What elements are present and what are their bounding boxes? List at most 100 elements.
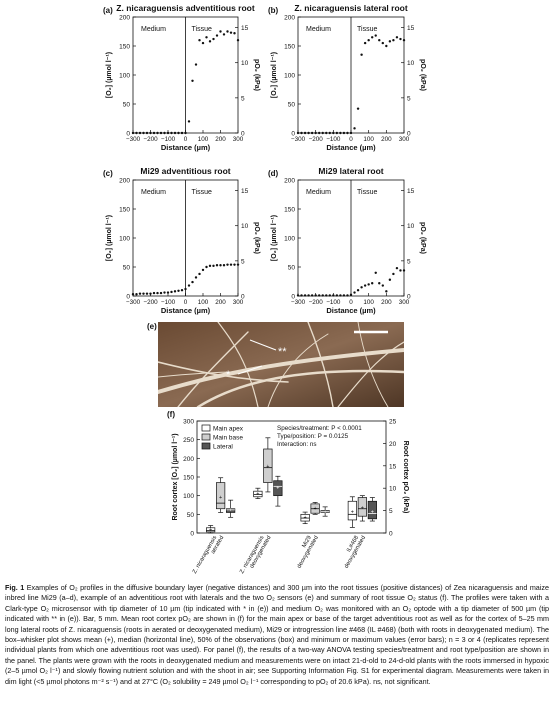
tissue-label: Tissue xyxy=(357,26,377,33)
data-point xyxy=(131,293,135,296)
data-point xyxy=(170,131,173,135)
box xyxy=(206,527,216,533)
y-tick-label: 0 xyxy=(126,294,130,301)
legend-swatch xyxy=(201,433,211,441)
data-point xyxy=(388,278,392,281)
mean-marker: + xyxy=(256,491,259,497)
y-right-tick-label: 10 xyxy=(241,223,249,230)
data-point xyxy=(170,290,173,294)
x-tick-label: 100 xyxy=(198,299,209,306)
data-point xyxy=(177,131,180,135)
x-tick-label: 0 xyxy=(349,299,353,306)
data-point xyxy=(360,53,363,56)
data-point xyxy=(152,131,156,135)
x-axis-label: Distance (µm) xyxy=(161,143,211,152)
data-point xyxy=(296,131,300,135)
y-right-tick-label: 5 xyxy=(241,95,245,102)
x-tick-label: −100 xyxy=(161,136,176,143)
x-tick-label: −300 xyxy=(126,299,141,306)
box xyxy=(253,490,263,498)
data-point xyxy=(367,283,370,286)
data-point xyxy=(191,79,194,83)
data-point xyxy=(385,44,388,48)
y-tick-label: 50 xyxy=(123,265,131,272)
x-tick-label: −300 xyxy=(126,136,141,143)
data-point xyxy=(135,131,138,135)
caption-label: Fig. 1 xyxy=(5,583,25,592)
data-point xyxy=(300,294,303,297)
x-tick-label: 300 xyxy=(233,299,244,306)
data-point xyxy=(152,291,156,295)
data-point xyxy=(360,286,363,289)
data-point xyxy=(166,291,170,294)
data-point xyxy=(166,131,170,135)
x-tick-label: 100 xyxy=(363,136,374,143)
data-point xyxy=(145,292,149,295)
y-tick-label: 50 xyxy=(288,265,296,272)
y-tick-label: 150 xyxy=(119,207,130,214)
y-right-axis-label: pO₂ (kPa) xyxy=(253,222,260,254)
y-right-tick-label: 10 xyxy=(389,486,397,493)
data-point xyxy=(310,131,314,135)
x-axis-label: Distance (µm) xyxy=(326,306,376,315)
panel-letter: (b) xyxy=(268,6,279,15)
panel-e-letter: (e) xyxy=(147,322,157,331)
data-point xyxy=(208,264,212,268)
data-point xyxy=(233,32,236,35)
mean-marker: + xyxy=(276,485,279,491)
x-tick-label: 200 xyxy=(381,136,392,143)
y-right-tick-label: 5 xyxy=(241,258,245,265)
y-axis-label: [O₂] (µmol l⁻¹) xyxy=(271,52,278,98)
data-point xyxy=(321,294,324,297)
x-tick-label: 0 xyxy=(184,299,188,306)
y-tick-label: 0 xyxy=(291,294,295,301)
panel-title: Mi29 lateral root xyxy=(318,166,383,176)
mean-marker: + xyxy=(219,495,222,501)
mean-marker: + xyxy=(324,509,327,515)
data-point xyxy=(381,284,384,287)
data-point xyxy=(187,120,191,123)
data-point xyxy=(236,263,240,266)
data-point xyxy=(339,131,342,135)
data-point xyxy=(367,39,370,42)
data-point xyxy=(212,37,215,41)
y-tick-label: 200 xyxy=(284,178,295,185)
legend-swatch xyxy=(201,424,211,432)
y-right-tick-label: 5 xyxy=(407,258,411,265)
y-axis-label: [O₂] (µmol l⁻¹) xyxy=(271,215,278,261)
data-point xyxy=(173,290,177,293)
legend-swatch xyxy=(201,442,211,450)
box xyxy=(226,508,236,513)
data-point xyxy=(303,131,307,135)
y-tick-label: 300 xyxy=(183,419,194,426)
y-right-axis-label: pO₂ (kPa) xyxy=(419,59,426,91)
y-right-axis-label: pO₂ (kPa) xyxy=(253,59,260,91)
panel-letter: (f) xyxy=(167,410,175,419)
data-point xyxy=(198,39,201,42)
data-point xyxy=(321,131,324,135)
data-point xyxy=(131,131,135,135)
data-point xyxy=(156,291,159,295)
mean-marker: + xyxy=(361,506,364,512)
data-point xyxy=(177,289,180,292)
data-point xyxy=(180,131,184,135)
y-right-tick-label: 20 xyxy=(389,441,397,448)
panel-letter: (d) xyxy=(268,169,279,178)
x-tick-label: −100 xyxy=(326,136,341,143)
x-tick-label: −200 xyxy=(309,136,324,143)
data-point xyxy=(226,30,229,33)
y-right-tick-label: 15 xyxy=(241,25,249,32)
data-point xyxy=(222,33,226,36)
data-point xyxy=(219,30,222,33)
y-right-tick-label: 25 xyxy=(389,419,397,426)
data-point xyxy=(314,131,317,135)
y-right-tick-label: 5 xyxy=(389,508,393,515)
data-point xyxy=(194,276,198,279)
data-point xyxy=(219,264,222,267)
data-point xyxy=(378,39,381,42)
data-point xyxy=(307,294,310,297)
caption-text: Examples of O₂ profiles in the diffusive… xyxy=(5,583,549,686)
y-right-axis-label: Root cortex pO₂ (kPa) xyxy=(402,441,409,514)
root-photo-image: ** * xyxy=(156,321,406,409)
data-point xyxy=(342,294,346,297)
